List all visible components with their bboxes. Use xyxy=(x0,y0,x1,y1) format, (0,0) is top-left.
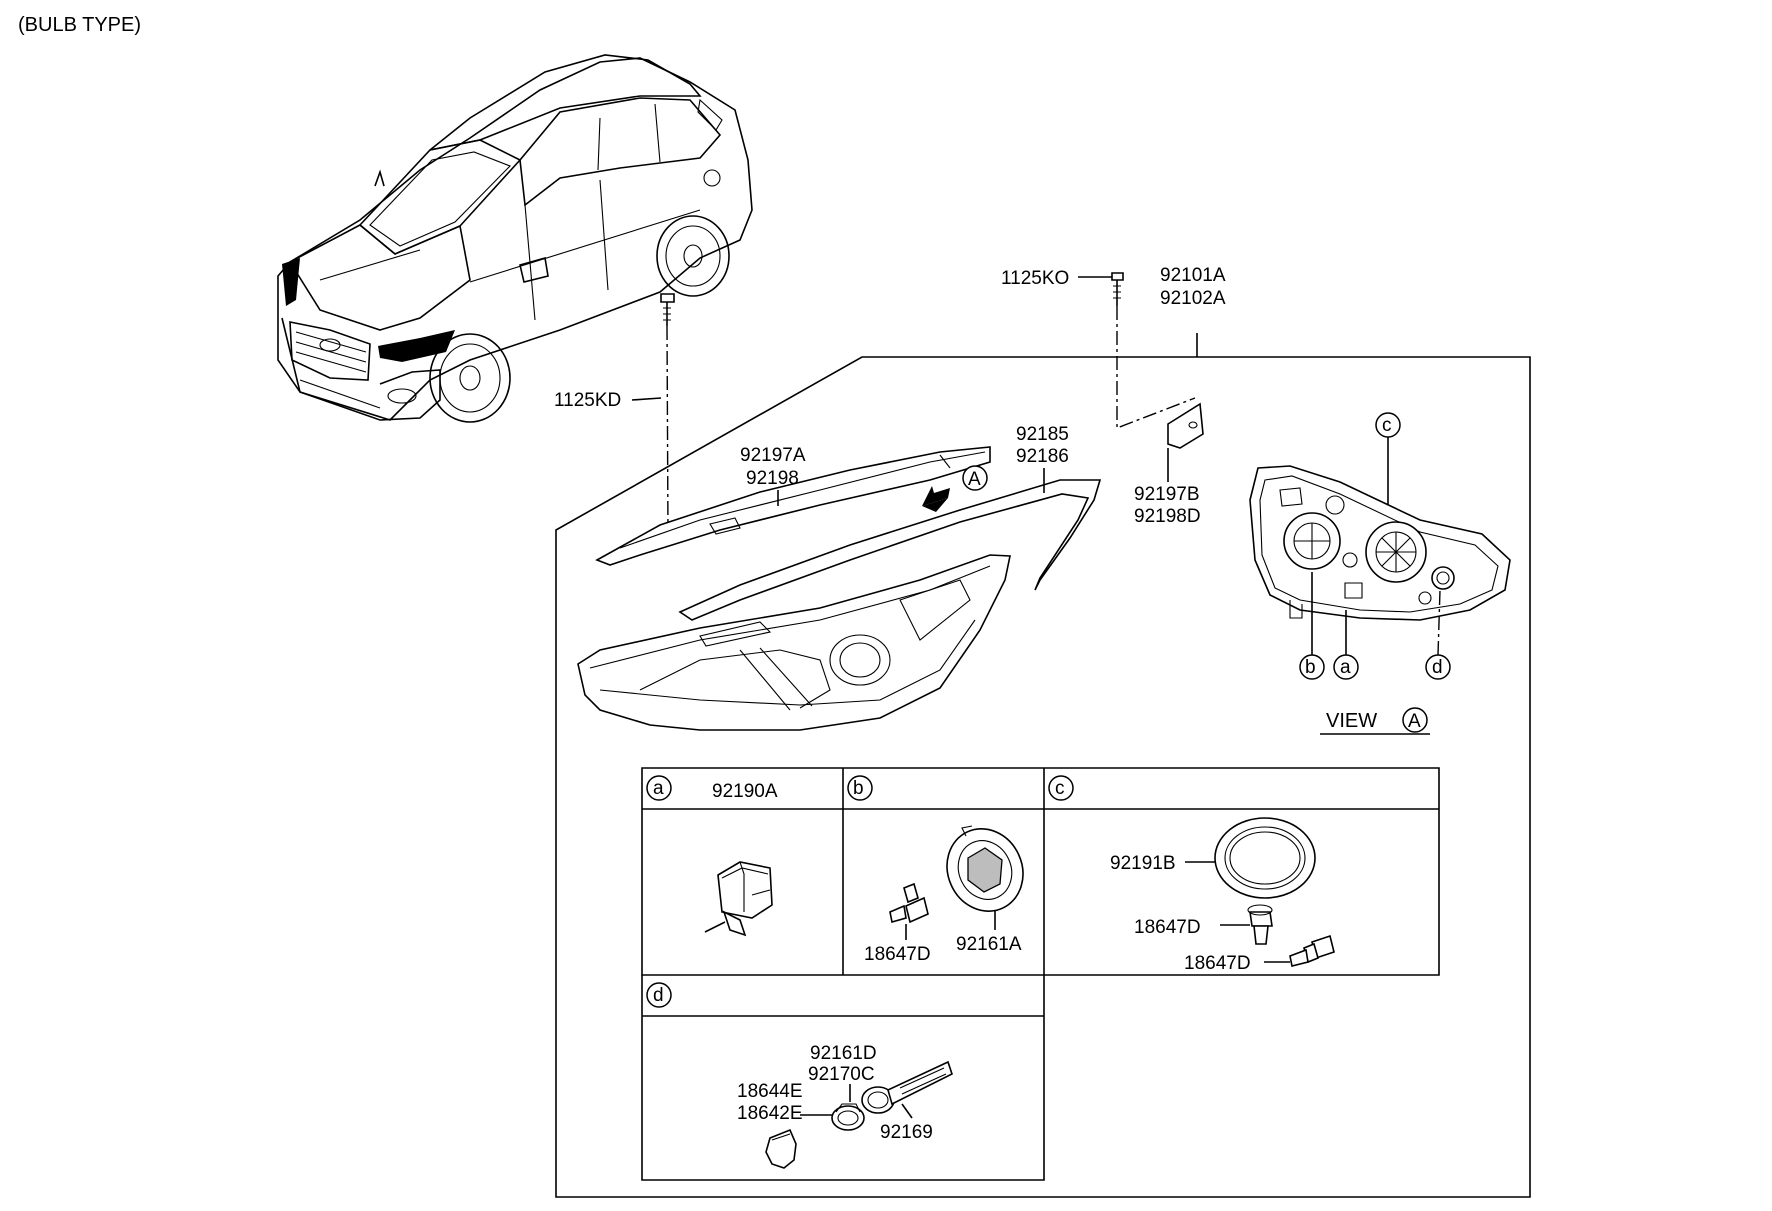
bolt-1125kd xyxy=(660,293,675,326)
cap-92161a xyxy=(946,825,1024,912)
part-c-ring: 92191B xyxy=(1110,853,1176,874)
part-c-bulb2: 18647D xyxy=(1184,953,1251,974)
section-a-key: a xyxy=(653,778,664,799)
bracket-92197b xyxy=(1167,402,1204,449)
part-d-socket1: 92161D xyxy=(810,1043,877,1064)
trim-strip-92197a xyxy=(595,446,991,566)
view-marker-a: a xyxy=(1340,657,1351,678)
callout-92197b: 92197B xyxy=(1134,484,1200,505)
view-marker-d: d xyxy=(1432,657,1443,678)
callout-92101a: 92101A xyxy=(1160,265,1226,286)
callout-92198: 92198 xyxy=(746,468,799,489)
headlamp-assembly xyxy=(577,554,1011,731)
view-label: VIEW xyxy=(1326,710,1377,732)
callout-92185: 92185 xyxy=(1016,424,1069,445)
part-d-socket2: 92170C xyxy=(808,1064,875,1085)
ring-92191b xyxy=(1214,817,1316,899)
harness-92169 xyxy=(861,1060,953,1114)
part-d-bulb1: 18644E xyxy=(737,1081,803,1102)
view-marker-c: c xyxy=(1382,415,1392,436)
section-d-key: d xyxy=(653,985,664,1006)
part-b-bulb: 18647D xyxy=(864,944,931,965)
section-a-part: 92190A xyxy=(712,781,778,802)
gasket-92185 xyxy=(678,479,1102,621)
part-d-harness: 92169 xyxy=(880,1122,933,1143)
callout-92198d: 92198D xyxy=(1134,506,1201,527)
part-d-bulb2: 18642E xyxy=(737,1103,803,1124)
diagram-title: (BULB TYPE) xyxy=(18,14,141,36)
leveling-motor-92190a xyxy=(704,861,773,937)
bulb-18647d-c2 xyxy=(1289,934,1335,967)
view-direction-arrow xyxy=(922,486,950,512)
vehicle-illustration xyxy=(277,54,753,423)
callout-92197a: 92197A xyxy=(740,445,806,466)
part-c-bulb1: 18647D xyxy=(1134,917,1201,938)
bulb-18644e xyxy=(765,1128,797,1169)
part-b-cap: 92161A xyxy=(956,934,1022,955)
bulb-18647d-c1 xyxy=(1247,904,1273,945)
section-c-key: c xyxy=(1055,778,1065,799)
assembly-frame xyxy=(555,356,1531,1198)
callout-1125ko: 1125KO xyxy=(1001,268,1069,289)
callout-92102a: 92102A xyxy=(1160,288,1226,309)
section-b-key: b xyxy=(853,778,864,799)
callout-92186: 92186 xyxy=(1016,446,1069,467)
socket-92161d xyxy=(831,1103,865,1131)
arrow-marker-a: A xyxy=(968,469,981,490)
callout-1125kd: 1125KD xyxy=(554,390,621,411)
bulb-18647d-b xyxy=(889,882,929,924)
headlamp-rear-view xyxy=(1249,465,1511,621)
bolt-1125ko xyxy=(1111,272,1124,306)
view-label-marker: A xyxy=(1408,711,1421,732)
detail-table xyxy=(641,767,1440,1181)
view-marker-b: b xyxy=(1305,657,1316,678)
